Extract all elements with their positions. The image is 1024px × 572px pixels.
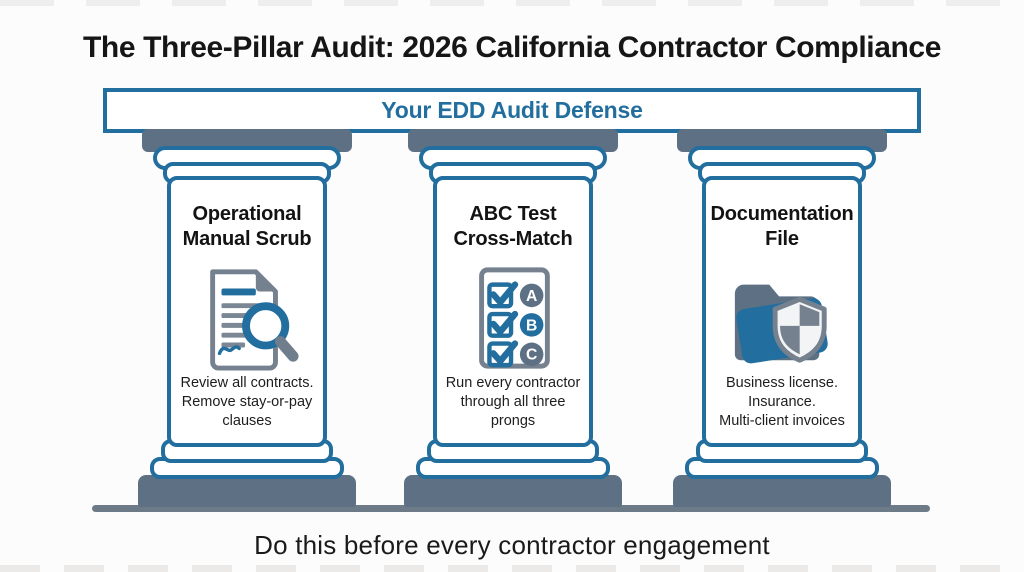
- pillar-shaft: Operational Manual Scrub Review all cont…: [167, 176, 327, 447]
- ground-bar: [92, 505, 930, 512]
- bottom-edge-artifact: [0, 565, 1024, 572]
- badge-a: A: [526, 288, 537, 305]
- folder-shield-icon: [717, 262, 847, 374]
- pillar-description: Review all contracts. Remove stay-or-pay…: [180, 375, 314, 430]
- pillar-documentation-file: Documentation File Business license. Ins…: [672, 129, 892, 508]
- pillar-abc-test-cross-match: ABC Test Cross-Match A B C: [403, 129, 623, 508]
- checklist-abc-icon: A B C: [448, 262, 578, 374]
- badge-c: C: [526, 347, 537, 364]
- page-title: The Three-Pillar Audit: 2026 California …: [83, 31, 941, 64]
- footer-caption: Do this before every contractor engageme…: [254, 530, 770, 560]
- pillar-description: Run every contractor through all three p…: [445, 375, 581, 430]
- pillar-shaft: ABC Test Cross-Match A B C: [433, 176, 593, 447]
- document-magnifier-icon: [182, 262, 312, 374]
- pillar-heading: Documentation File: [710, 203, 854, 250]
- pillar-shaft: Documentation File Business license. Ins…: [702, 176, 862, 447]
- pillar-heading: Operational Manual Scrub: [182, 203, 312, 250]
- banner-label: Your EDD Audit Defense: [381, 97, 643, 123]
- pillar-plinth: [138, 475, 356, 507]
- pillar-operational-manual-scrub: Operational Manual Scrub Review all cont…: [137, 129, 357, 508]
- pillar-description: Business license. Insurance. Multi-clien…: [719, 375, 845, 430]
- pillar-plinth: [404, 475, 622, 507]
- top-edge-artifact: [0, 0, 1024, 6]
- badge-b: B: [526, 317, 537, 334]
- pillar-plinth: [673, 475, 891, 507]
- pillar-heading: ABC Test Cross-Match: [453, 203, 573, 250]
- edd-defense-banner: Your EDD Audit Defense: [103, 88, 921, 133]
